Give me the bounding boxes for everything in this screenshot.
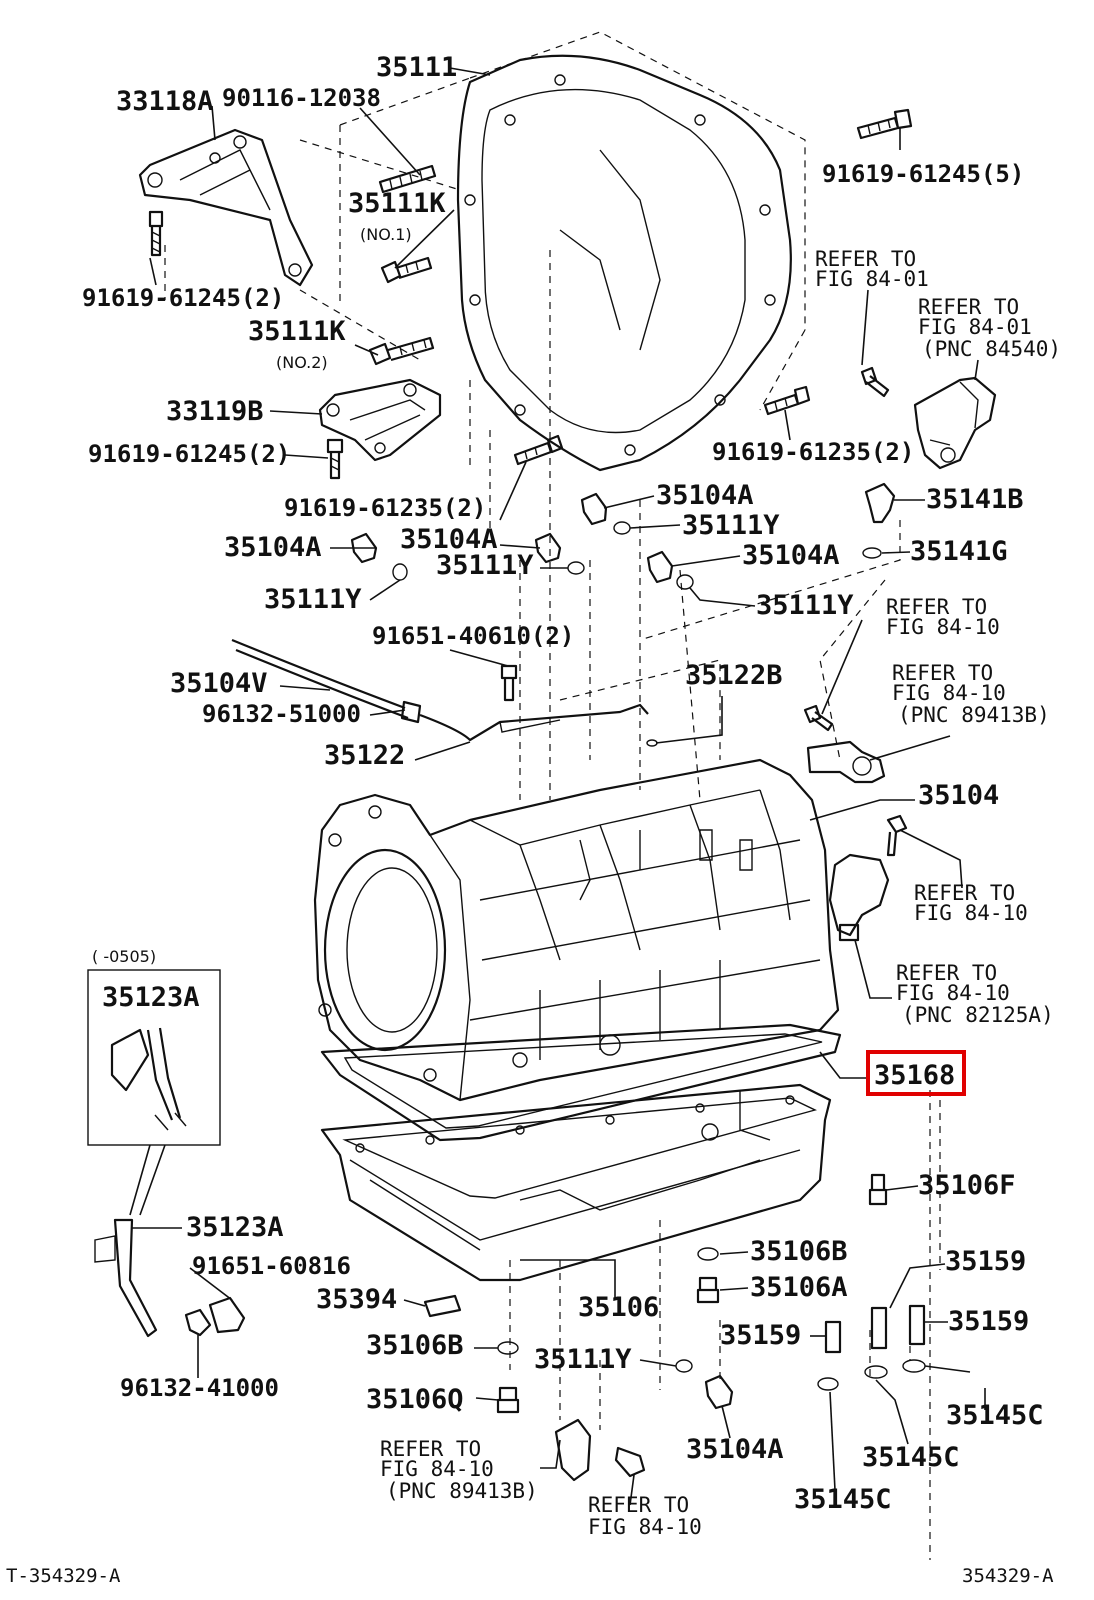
part-labels: 35111 33118A 90116-12038 91619-61245(5) … (82, 52, 1061, 1539)
label-35111K-no1: 35111K (348, 188, 446, 219)
label-refer-b2: FIG 84-01 (918, 315, 1032, 339)
plugs-and-orings (350, 482, 896, 747)
label-91619-61235-2b: 91619-61235(2) (284, 494, 486, 522)
solenoid-sensor (828, 814, 908, 942)
label-91651-60816: 91651-60816 (192, 1252, 351, 1280)
label-refer-h1: REFER TO (588, 1493, 689, 1517)
bracket-33119B (318, 378, 442, 462)
label-no2: (NO.2) (276, 353, 328, 372)
label-35145C-1: 35145C (946, 1400, 1044, 1431)
sensor-89413B-upper (806, 740, 886, 784)
label-refer-b1: REFER TO (918, 295, 1019, 319)
label-91619-61235-2a: 91619-61235(2) (712, 438, 914, 466)
label-35123A: 35123A (186, 1212, 284, 1243)
label-35106: 35106 (578, 1292, 659, 1323)
label-35111Y-5: 35111Y (534, 1344, 632, 1375)
label-refer-f2: FIG 84-10 (896, 981, 1010, 1005)
label-refer-d1: REFER TO (892, 661, 993, 685)
label-refer-d2: FIG 84-10 (892, 681, 1006, 705)
label-35111Y-4: 35111Y (756, 590, 854, 621)
label-91619-61245-2a: 91619-61245(2) (82, 284, 284, 312)
label-35111K-no2: 35111K (248, 316, 346, 347)
label-refer-f3: (PNC 82125A) (902, 1003, 1054, 1027)
bottom-small-parts (423, 1173, 926, 1482)
label-35106Q: 35106Q (366, 1384, 464, 1415)
label-35141B: 35141B (926, 484, 1024, 515)
label-refer-g2: FIG 84-10 (380, 1457, 494, 1481)
label-35394: 35394 (316, 1284, 397, 1315)
label-refer-d3: (PNC 89413B) (898, 703, 1050, 727)
bolts-top (148, 108, 913, 480)
label-91619-61245-2b: 91619-61245(2) (88, 440, 290, 468)
transmission-case-35104 (313, 758, 840, 1102)
label-96132-41000: 96132-41000 (120, 1374, 279, 1402)
footer-right-code: 354329-A (962, 1565, 1054, 1587)
label-35104: 35104 (918, 780, 999, 811)
oil-pan-35106 (320, 1083, 832, 1282)
label-35106B-2: 35106B (366, 1330, 464, 1361)
tube-assembly-35123A (94, 1144, 246, 1338)
label-refer-a1: REFER TO (815, 247, 916, 271)
label-35122B: 35122B (685, 660, 783, 691)
label-90116-12038: 90116-12038 (222, 84, 381, 112)
label-refer-e1: REFER TO (914, 881, 1015, 905)
bell-housing-35111 (456, 54, 792, 472)
breather-hose (231, 638, 649, 742)
label-refer-e2: FIG 84-10 (914, 901, 1028, 925)
label-35168[interactable]: 35168 (874, 1060, 955, 1091)
label-35104A-4: 35104A (742, 540, 840, 571)
inset-box (87, 969, 221, 1146)
label-35104V: 35104V (170, 668, 268, 699)
label-35106A: 35106A (750, 1272, 848, 1303)
label-96132-51000: 96132-51000 (202, 700, 361, 728)
highlight-box-35168 (866, 1050, 966, 1096)
label-refer-h2: FIG 84-10 (588, 1515, 702, 1539)
leader-lines (132, 67, 986, 1506)
label-35145C-2: 35145C (862, 1442, 960, 1473)
footer-left-code: T-354329-A (6, 1565, 121, 1587)
label-91651-40610: 91651-40610(2) (372, 622, 574, 650)
label-35145C-3: 35145C (794, 1484, 892, 1515)
label-refer-g1: REFER TO (380, 1437, 481, 1461)
label-35159-1: 35159 (945, 1246, 1026, 1277)
label-inset-range: ( -0505) (92, 947, 156, 966)
label-no1: (NO.1) (360, 225, 412, 244)
label-35111Y-3: 35111Y (264, 584, 362, 615)
label-35106F: 35106F (918, 1170, 1016, 1201)
alignment-lines (164, 31, 941, 1560)
label-refer-f1: REFER TO (896, 961, 997, 985)
label-35159-3: 35159 (948, 1306, 1029, 1337)
label-35104A-1: 35104A (656, 480, 754, 511)
label-refer-b3: (PNC 84540) (922, 337, 1061, 361)
label-35141G: 35141G (910, 536, 1008, 567)
label-35104A-5: 35104A (686, 1434, 784, 1465)
label-35111Y-1: 35111Y (682, 510, 780, 541)
footer: T-354329-A 354329-A (6, 1565, 1054, 1587)
label-35122: 35122 (324, 740, 405, 771)
label-91619-61245-5: 91619-61245(5) (822, 160, 1024, 188)
oil-pan-gasket-35168 (320, 1023, 842, 1142)
label-35159-2: 35159 (720, 1320, 801, 1351)
label-35106B-1: 35106B (750, 1236, 848, 1267)
label-35111Y-2: 35111Y (436, 550, 534, 581)
label-refer-c2: FIG 84-10 (886, 615, 1000, 639)
bracket-33118A (138, 128, 314, 287)
label-33118A: 33118A (116, 86, 214, 117)
label-refer-g3: (PNC 89413B) (386, 1479, 538, 1503)
label-35104A-3: 35104A (400, 524, 498, 555)
label-refer-a2: FIG 84-01 (815, 267, 929, 291)
label-35104A-2: 35104A (224, 532, 322, 563)
label-35123A-inset: 35123A (102, 982, 200, 1013)
label-refer-c1: REFER TO (886, 595, 987, 619)
speed-sensor-84540 (913, 376, 997, 470)
label-33119B: 33119B (166, 396, 264, 427)
label-35111: 35111 (376, 52, 457, 83)
